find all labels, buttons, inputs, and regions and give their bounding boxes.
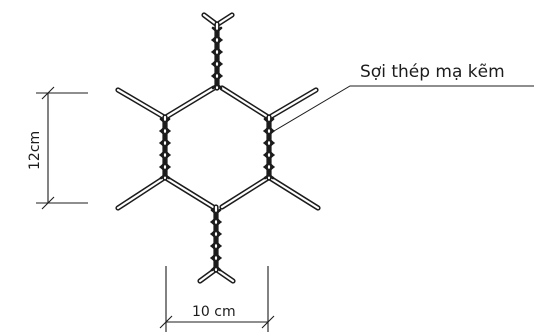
material-leader: [273, 85, 534, 132]
height-label: 12cm: [27, 131, 43, 170]
twist-left: [158, 114, 172, 181]
height-dimension: [36, 86, 88, 210]
twist-right: [262, 114, 276, 181]
material-label: Sợi thép mạ kẽm: [360, 62, 505, 82]
width-dimension: [159, 266, 275, 332]
wire-mesh: [115, 12, 321, 284]
twist-bottom: [209, 204, 223, 273]
twist-top: [210, 21, 224, 91]
width-label: 10 cm: [192, 304, 236, 320]
